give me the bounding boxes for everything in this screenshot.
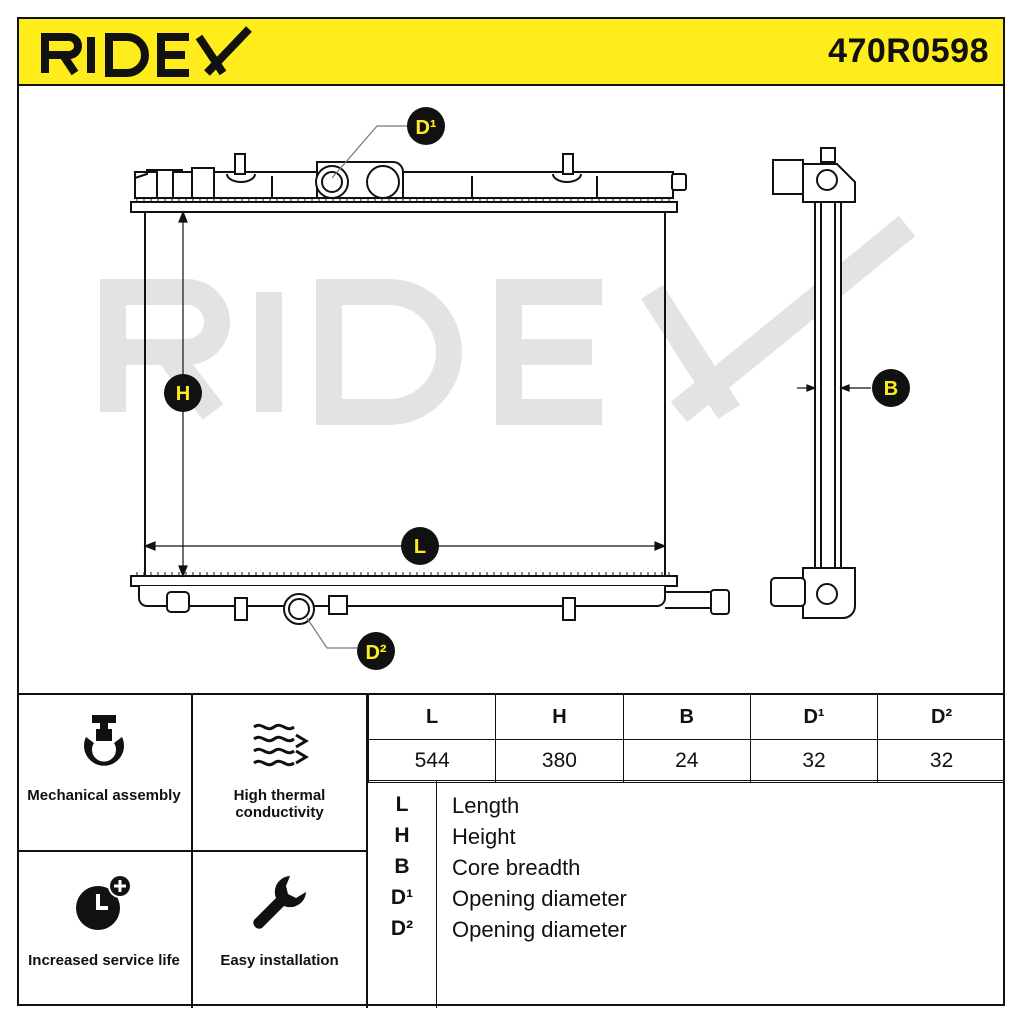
legend-text: Length: [452, 793, 520, 818]
legend-text: Opening diameter: [452, 917, 627, 942]
list-item: D¹ Opening diameter: [368, 886, 1005, 917]
clock-plus-icon: [76, 874, 132, 930]
feature-easy-installation: Easy installation: [193, 852, 368, 1008]
radiator-side-view: [770, 147, 856, 619]
feature-label: Easy installation: [220, 952, 339, 969]
table-cell: 32: [749, 739, 879, 783]
dimension-table: L H B D¹ D² 544 380 24 32 32: [367, 695, 1005, 783]
table-header-row: L H B D¹ D²: [367, 695, 1005, 740]
callout-d1: D¹: [407, 107, 445, 145]
svg-text:H: H: [176, 383, 190, 405]
ridex-logo: [41, 26, 252, 77]
svg-text:D²: D²: [365, 642, 386, 664]
part-number: 470R0598: [828, 32, 989, 70]
table-header: B: [622, 695, 751, 740]
legend-symbol: D²: [390, 917, 414, 940]
spec-section: Mechanical assembly High thermal conduct…: [17, 693, 1005, 1008]
svg-text:D¹: D¹: [415, 117, 436, 139]
list-item: L Length: [368, 793, 1005, 824]
radiator-drawing: D¹ D² H L B: [100, 107, 916, 670]
table-cell: 24: [622, 739, 751, 783]
wrench-icon: [252, 876, 306, 929]
legend-text: Opening diameter: [452, 886, 627, 911]
feature-label: Increased service life: [28, 952, 180, 969]
table-cell: 32: [877, 739, 1005, 783]
list-item: D² Opening diameter: [368, 917, 1005, 948]
radiator-front-view: [130, 153, 730, 625]
feature-label: High thermal conductivity: [233, 787, 326, 821]
wrench-clamp-icon: [84, 715, 124, 766]
table-row: 544 380 24 32 32: [367, 739, 1005, 783]
list-item: B Core breadth: [368, 855, 1005, 886]
legend-symbol: D¹: [390, 886, 414, 909]
ridex-watermark: [100, 215, 916, 425]
feature-high-thermal-conductivity: High thermal conductivity: [193, 695, 368, 852]
callout-d2: D²: [357, 632, 395, 670]
table-cell: 544: [367, 739, 497, 783]
legend-divider: [436, 781, 437, 1008]
feature-mechanical-assembly: Mechanical assembly: [17, 695, 193, 852]
feature-increased-service-life: Increased service life: [17, 852, 193, 1008]
table-header: L: [367, 695, 497, 740]
legend-symbol: L: [395, 793, 409, 816]
heat-waves-icon: [252, 723, 309, 767]
feature-label: Mechanical assembly: [27, 787, 181, 804]
dimension-legend: L Length H Height B Core breadth D¹ Open…: [368, 780, 1005, 1008]
svg-text:B: B: [884, 378, 898, 400]
table-header: D²: [877, 695, 1005, 740]
callout-h: H: [164, 374, 202, 412]
legend-text: Height: [452, 824, 516, 849]
header-bar: 470R0598: [17, 17, 1005, 86]
table-header: H: [495, 695, 624, 740]
legend-symbol: B: [394, 855, 410, 878]
table-cell: 380: [495, 739, 624, 783]
list-item: H Height: [368, 824, 1005, 855]
callout-b: B: [872, 369, 910, 407]
callout-l: L: [401, 527, 439, 565]
legend-text: Core breadth: [452, 855, 581, 880]
legend-symbol: H: [394, 824, 410, 847]
table-header: D¹: [749, 695, 879, 740]
svg-text:L: L: [414, 536, 426, 558]
